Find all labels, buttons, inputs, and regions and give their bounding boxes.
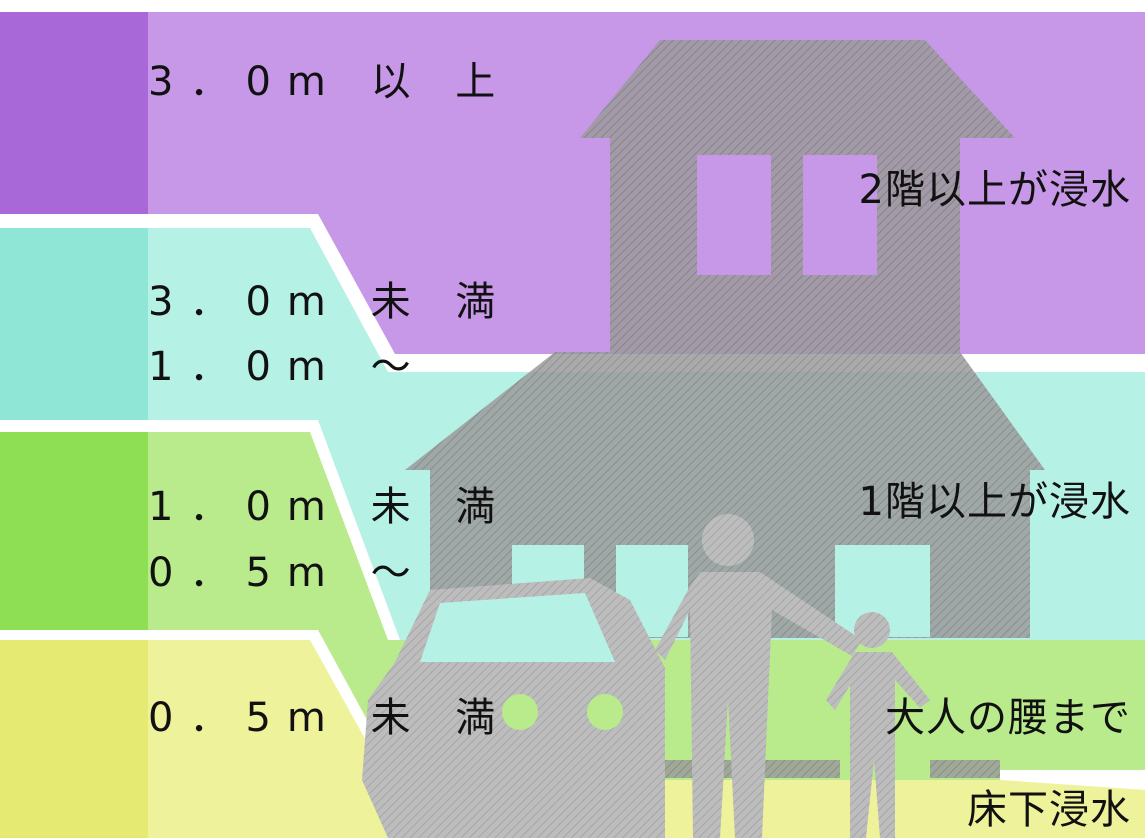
range-label-3m-plus: 3．0m 以 上	[148, 59, 512, 105]
band-stripe-under-05m	[0, 640, 148, 838]
range-label-05m-under: 0．5m 未 満	[148, 695, 512, 741]
range-label-1m-from: 1．0m ～	[148, 344, 427, 390]
band-stripe-05m-1m	[0, 432, 148, 630]
band-stripe-3m-plus	[0, 12, 148, 214]
effect-label-2nd-floor: 2階以上が浸水	[858, 167, 1131, 213]
effect-label-1st-floor: 1階以上が浸水	[858, 479, 1131, 525]
band-stripe-1m-3m	[0, 228, 148, 420]
adult-figure-icon	[655, 514, 862, 838]
child-figure-icon	[826, 612, 930, 838]
effect-label-under-floor: 床下浸水	[967, 787, 1131, 833]
range-label-1m-under: 1．0m 未 満	[148, 484, 512, 530]
range-label-3m-under: 3．0m 未 満	[148, 279, 512, 325]
range-label-05m-from: 0．5m ～	[148, 550, 427, 596]
effect-label-waist: 大人の腰まで	[885, 695, 1131, 741]
car-icon	[362, 578, 665, 838]
